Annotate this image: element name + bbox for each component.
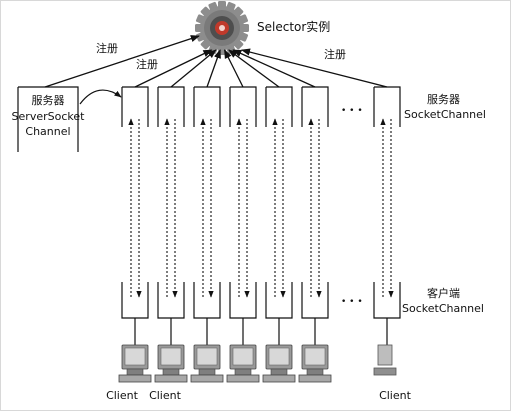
computer-icon xyxy=(190,344,224,383)
server-socket-channel xyxy=(193,86,221,127)
computer-icon xyxy=(154,344,188,383)
client-socket-channel xyxy=(265,282,293,319)
register-arrows xyxy=(44,35,388,88)
client-socket-channel xyxy=(121,282,149,319)
server-socket-channel xyxy=(121,86,149,127)
server-channel-label-line1: 服务器 xyxy=(427,93,460,106)
channel-columns xyxy=(121,86,401,346)
computer-icon xyxy=(118,344,152,383)
server-socket-box xyxy=(17,86,79,152)
client-socket-channel xyxy=(373,282,401,319)
server-channel-label-line2: SocketChannel xyxy=(404,108,486,121)
computer-icon xyxy=(298,344,332,383)
register-arrow-server xyxy=(44,35,200,88)
client-socket-channel xyxy=(193,282,221,319)
client-channel-label-line1: 客户端 xyxy=(427,286,460,300)
client-socket-channel xyxy=(229,282,257,319)
server-socket-channel xyxy=(157,86,185,127)
register-arrow xyxy=(206,49,221,88)
register-arrow xyxy=(223,49,244,88)
server-socket-channel xyxy=(373,86,401,127)
selector-label: Selector实例 xyxy=(257,19,330,34)
register-label-right: 注册 xyxy=(324,47,346,61)
server-socket-channel xyxy=(265,86,293,127)
accept-arrow xyxy=(79,89,122,105)
client-channel-label-line2: SocketChannel xyxy=(402,302,484,315)
client-computers xyxy=(118,344,397,383)
register-label-left: 注册 xyxy=(96,41,118,55)
selector-gear-icon xyxy=(195,1,249,55)
client-label-last: Client xyxy=(379,389,412,402)
computer-icon xyxy=(373,344,397,376)
computer-icon xyxy=(262,344,296,383)
client-label-2: Client xyxy=(149,389,182,402)
server-label-line3: Channel xyxy=(25,125,70,138)
register-arrow xyxy=(228,49,280,88)
client-socket-channel xyxy=(157,282,185,319)
register-arrow xyxy=(232,49,316,88)
register-arrow xyxy=(240,48,388,88)
client-socket-channel xyxy=(301,282,329,319)
client-label-1: Client xyxy=(106,389,139,402)
register-arrow xyxy=(170,49,217,88)
register-arrow xyxy=(134,49,213,88)
server-socket-channel xyxy=(301,86,329,127)
server-label-line2: ServerSocket xyxy=(12,110,86,123)
ellipsis-top: • • • xyxy=(341,106,363,116)
register-label-mid: 注册 xyxy=(136,57,158,71)
server-label-line1: 服务器 xyxy=(32,94,65,107)
computer-icon xyxy=(226,344,260,383)
ellipsis-bottom: • • • xyxy=(341,297,363,307)
server-socket-channel xyxy=(229,86,257,127)
